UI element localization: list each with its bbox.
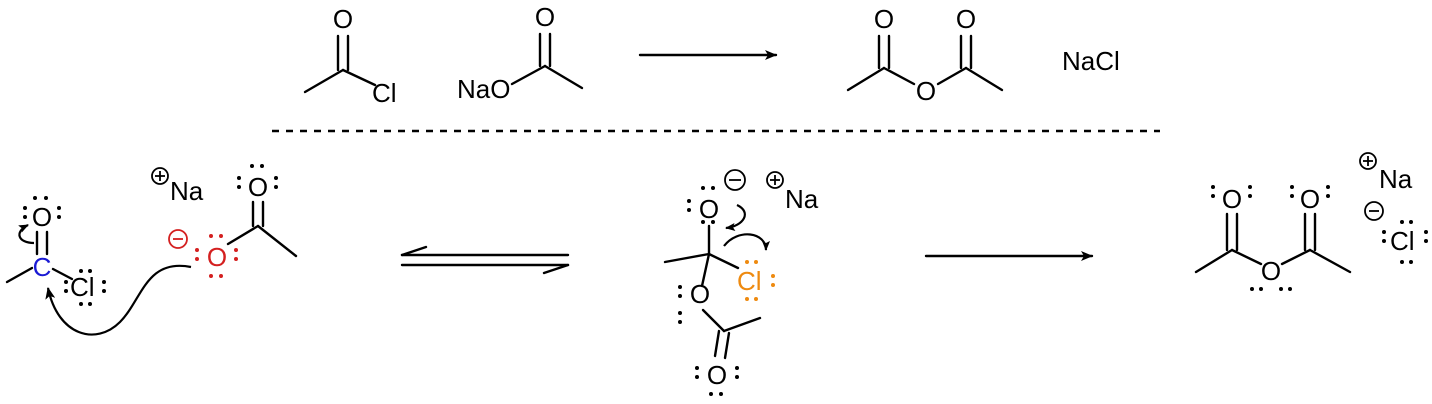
- plus-charge-icon: [766, 171, 784, 189]
- curly-arrow-icon: [723, 233, 770, 251]
- curly-arrow-icon: [45, 264, 192, 336]
- tetrahedral-intermediate: O Na Cl O O: [663, 169, 819, 396]
- curly-arrow-icon: [18, 224, 35, 245]
- atom-oxygen-alkoxide: O: [699, 194, 719, 224]
- atom-sodium-oxide: NaO: [457, 74, 510, 104]
- minus-charge-icon: [724, 169, 746, 191]
- atom-oxygen-bridge: O: [1261, 256, 1281, 286]
- sodium-acetate-reactant: NaO O: [457, 2, 584, 104]
- sodium-cation: Na: [151, 167, 204, 206]
- atom-oxygen: O: [535, 2, 555, 32]
- acetyl-chloride-mechanism: O C Cl: [5, 196, 106, 306]
- atom-oxygen: O: [1222, 184, 1242, 214]
- atom-sodium: Na: [785, 184, 819, 214]
- curly-arrow-icon: [725, 204, 746, 231]
- atom-chloride: Cl: [1390, 226, 1415, 256]
- atom-oxygen: O: [333, 4, 353, 34]
- acetic-anhydride-product: O O O: [846, 4, 1004, 106]
- sodium-chloride-product: NaCl: [1062, 46, 1120, 76]
- atom-oxygen: O: [248, 172, 268, 202]
- atom-sodium: Na: [170, 176, 204, 206]
- atom-oxygen: O: [707, 360, 727, 390]
- acetic-anhydride-mechanism-product: O O O: [1194, 184, 1352, 291]
- minus-charge-icon: [168, 229, 188, 249]
- acetate-nucleophile: O O: [45, 164, 298, 336]
- equilibrium-arrow-icon: [400, 245, 570, 275]
- plus-charge-icon: [151, 167, 169, 185]
- atom-sodium: Na: [1379, 164, 1413, 194]
- acetyl-chloride-reactant: O Cl: [303, 4, 397, 108]
- atom-chlorine-leaving-group: Cl: [737, 266, 762, 296]
- atom-oxygen: O: [916, 76, 936, 106]
- atom-oxygen: O: [32, 202, 52, 232]
- minus-charge-icon: [1364, 201, 1384, 221]
- atom-oxygen: O: [1300, 184, 1320, 214]
- atom-carbon-electrophile: C: [33, 252, 52, 282]
- atom-oxygen-nucleophile: O: [207, 242, 227, 272]
- atom-oxygen: O: [690, 279, 710, 309]
- atom-chlorine: Cl: [70, 272, 95, 302]
- sodium-chloride-ions: Na Cl: [1359, 152, 1428, 264]
- atom-oxygen: O: [874, 4, 894, 34]
- atom-chlorine: Cl: [372, 78, 397, 108]
- atom-oxygen: O: [956, 4, 976, 34]
- plus-charge-icon: [1359, 152, 1377, 170]
